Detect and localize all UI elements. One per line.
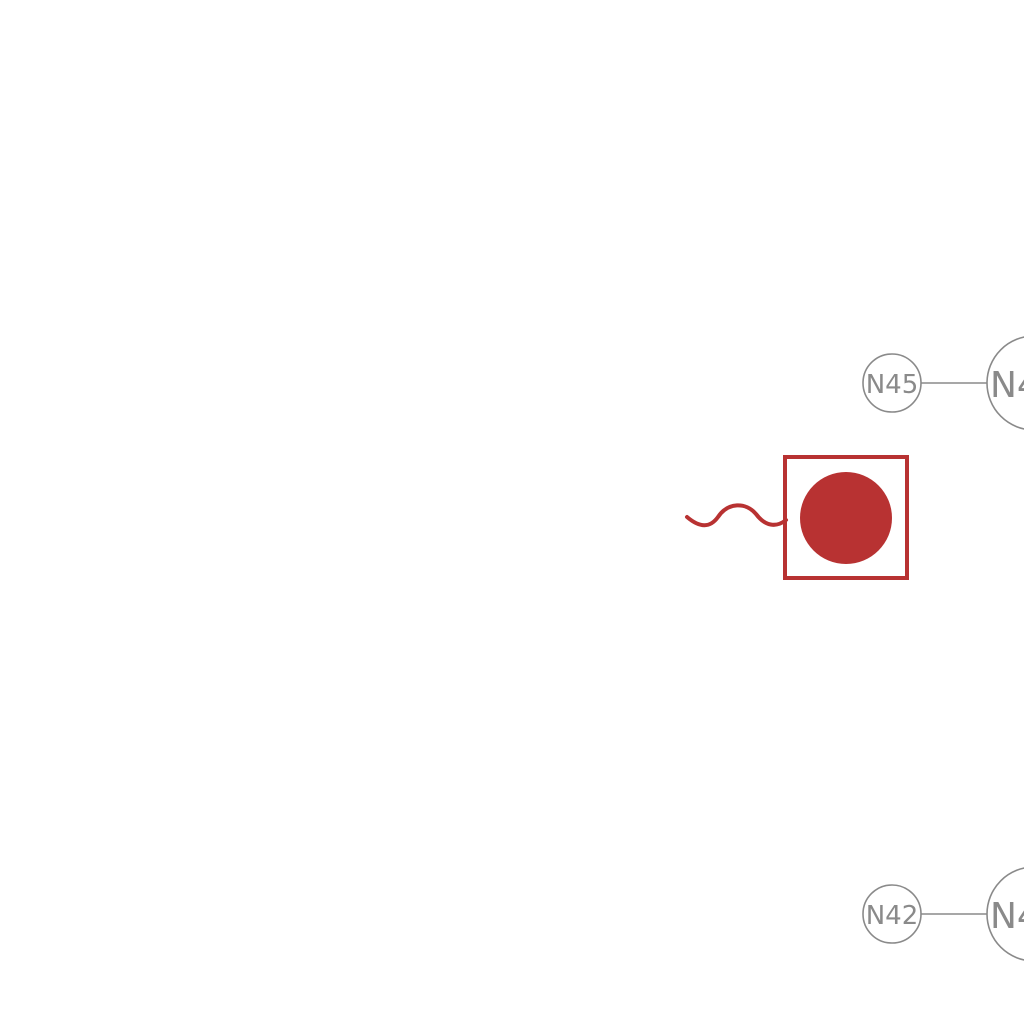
node-n4-bottom-label: N4 — [990, 896, 1024, 937]
node-n42-circle — [862, 884, 922, 944]
node-n4-bottom[interactable]: N4 — [986, 867, 1024, 961]
node-n45-circle — [862, 353, 922, 413]
node-n4-top-label: N4 — [990, 365, 1024, 406]
node-n42[interactable]: N42 — [862, 884, 922, 944]
symbol-square-frame — [783, 455, 909, 580]
node-n4-bottom-circle — [986, 867, 1024, 961]
node-n4-top[interactable]: N4 — [986, 336, 1024, 430]
node-n42-label: N42 — [866, 901, 919, 931]
node-n4-top-circle — [986, 336, 1024, 430]
filled-circle-icon — [800, 472, 892, 564]
node-pair-bottom: N42 N4 — [862, 867, 1024, 961]
node-pair-top: N45 N4 — [862, 336, 1024, 430]
node-n45[interactable]: N45 — [862, 353, 922, 413]
wavy-line-icon — [685, 503, 788, 528]
signal-symbol[interactable] — [685, 455, 909, 580]
node-n45-label: N45 — [866, 370, 919, 400]
